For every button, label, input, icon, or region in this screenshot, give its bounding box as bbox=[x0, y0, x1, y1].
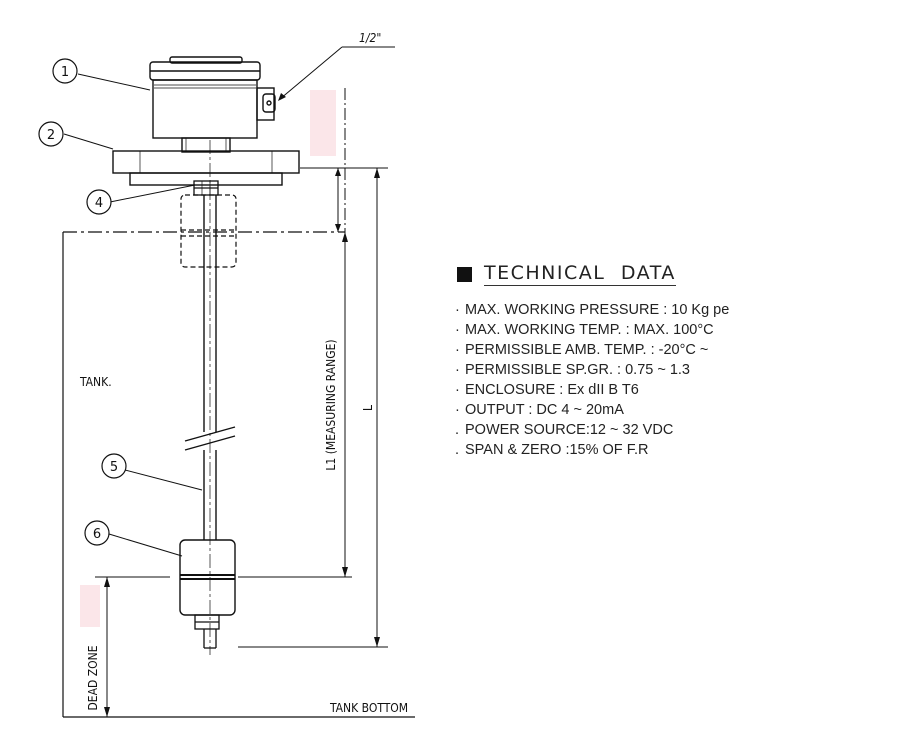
spec-item: . SPAN & ZERO :15% OF F.R bbox=[455, 440, 835, 460]
bullet-icon: · bbox=[455, 382, 460, 398]
bottom-stopper bbox=[194, 614, 220, 649]
technical-data-panel: TECHNICAL DATA · MAX. WORKING PRESSURE : … bbox=[455, 262, 845, 460]
dead-zone-label: DEAD ZONE bbox=[86, 645, 100, 710]
measuring-range-label: L1 (MEASURING RANGE) bbox=[324, 339, 338, 470]
callout-bubble: 2 bbox=[38, 121, 64, 147]
spec-item: · MAX. WORKING TEMP. : MAX. 100°C bbox=[455, 320, 835, 340]
spec-item: · PERMISSIBLE AMB. TEMP. : -20°C ~ bbox=[455, 340, 835, 360]
spec-item: · ENCLOSURE : Ex dII B T6 bbox=[455, 380, 835, 400]
callout-number: 6 bbox=[93, 527, 101, 542]
spec-item: · PERMISSIBLE SP.GR. : 0.75 ~ 1.3 bbox=[455, 360, 835, 380]
bullet-icon: · bbox=[455, 302, 460, 318]
callout-number: 5 bbox=[110, 460, 118, 475]
spec-text: POWER SOURCE:12 ~ 32 VDC bbox=[465, 422, 674, 438]
callout-number: 1 bbox=[61, 65, 69, 80]
dimension-arrows bbox=[104, 168, 380, 717]
tank-label: TANK. bbox=[79, 375, 112, 389]
bullet-icon: · bbox=[455, 362, 460, 378]
spec-text: PERMISSIBLE AMB. TEMP. : -20°C ~ bbox=[465, 342, 709, 358]
spec-item: . POWER SOURCE:12 ~ 32 VDC bbox=[455, 420, 835, 440]
spec-text: OUTPUT : DC 4 ~ 20mA bbox=[465, 402, 624, 418]
bullet-icon: · bbox=[455, 322, 460, 338]
spec-text: PERMISSIBLE SP.GR. : 0.75 ~ 1.3 bbox=[465, 362, 690, 378]
technical-data-list: · MAX. WORKING PRESSURE : 10 Kg pe · MAX. … bbox=[455, 300, 835, 460]
upper-float-dashed bbox=[180, 194, 237, 268]
bullet-icon: · bbox=[455, 342, 460, 358]
callout-number: 4 bbox=[95, 196, 103, 211]
callout-leaders bbox=[63, 46, 395, 557]
highlight-mark bbox=[80, 585, 100, 627]
conduit-size-label: 1/2" bbox=[359, 31, 381, 45]
tank-bottom-label: TANK BOTTOM bbox=[329, 701, 408, 715]
spec-text: ENCLOSURE : Ex dII B T6 bbox=[465, 382, 639, 398]
guide-rod bbox=[184, 195, 236, 540]
technical-data-heading: TECHNICAL DATA bbox=[457, 262, 845, 286]
overall-length-label: L bbox=[361, 405, 375, 411]
callout-bubble: 6 bbox=[84, 520, 110, 546]
callout-number: 2 bbox=[47, 128, 55, 143]
spec-text: MAX. WORKING TEMP. : MAX. 100°C bbox=[465, 322, 714, 338]
technical-data-title: TECHNICAL DATA bbox=[484, 262, 676, 286]
mounting-flange bbox=[112, 150, 300, 186]
spec-text: MAX. WORKING PRESSURE : 10 Kg pe bbox=[465, 302, 730, 318]
spec-item: · OUTPUT : DC 4 ~ 20mA bbox=[455, 400, 835, 420]
callout-bubble: 5 bbox=[101, 453, 127, 479]
housing-enclosure bbox=[149, 56, 276, 153]
callout-bubble: 4 bbox=[86, 189, 112, 215]
float bbox=[179, 539, 236, 616]
dimension-lines bbox=[95, 88, 388, 717]
spec-text: SPAN & ZERO :15% OF F.R bbox=[465, 442, 649, 458]
bullet-icon: . bbox=[455, 422, 460, 438]
spec-item: · MAX. WORKING PRESSURE : 10 Kg pe bbox=[455, 300, 835, 320]
tank-outline bbox=[62, 231, 415, 718]
callout-bubble: 1 bbox=[52, 58, 78, 84]
heading-square-icon bbox=[457, 266, 472, 282]
highlight-mark bbox=[310, 90, 336, 156]
bullet-icon: . bbox=[455, 442, 460, 458]
leader-arrow bbox=[278, 93, 286, 101]
lock-nut bbox=[193, 180, 219, 196]
bullet-icon: · bbox=[455, 402, 460, 418]
